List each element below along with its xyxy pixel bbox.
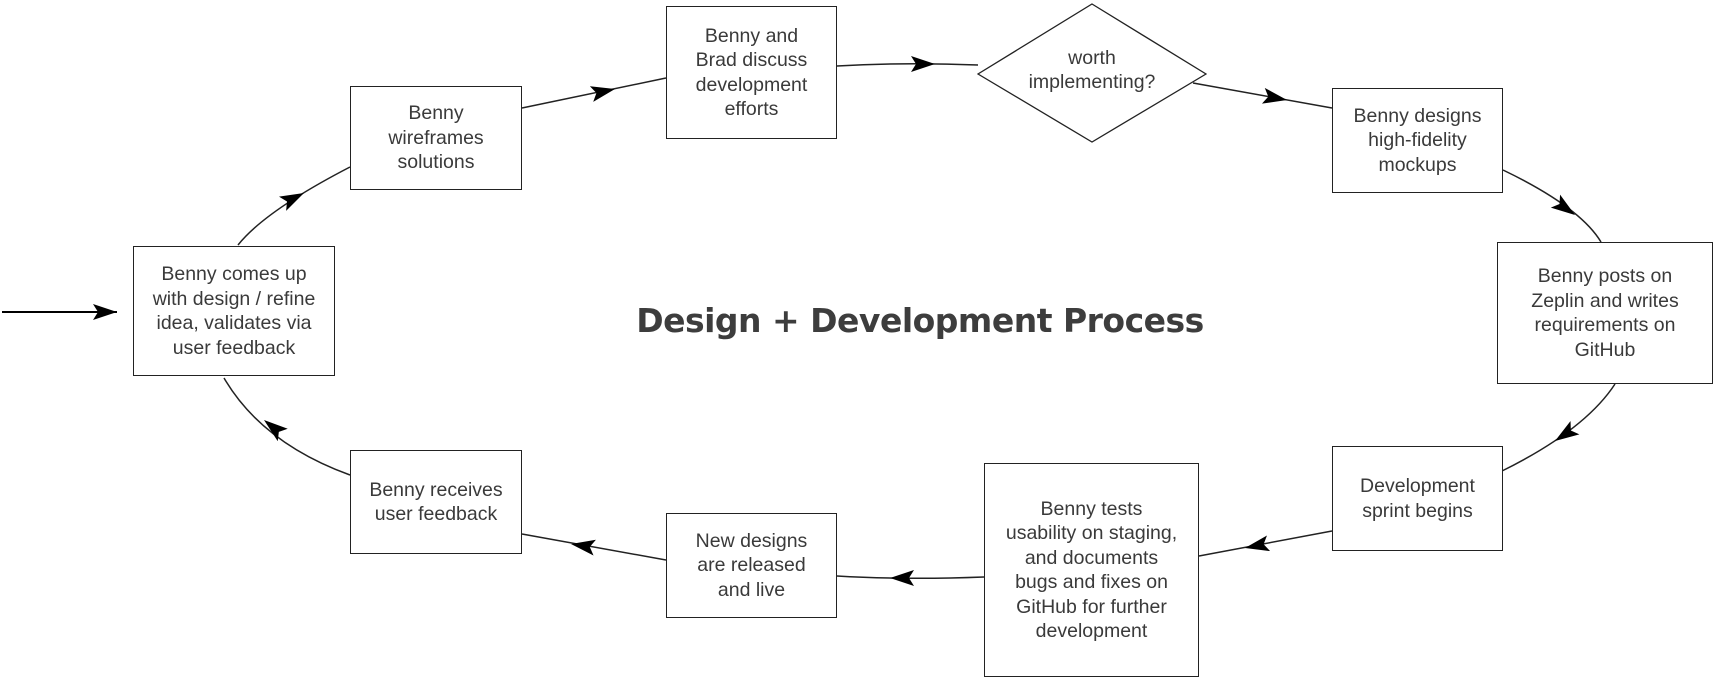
edge-zeplin-to-sprint: [1501, 383, 1616, 472]
node-zeplin-label: Benny posts on Zeplin and writes require…: [1531, 265, 1679, 361]
node-ideate[interactable]: Benny comes up with design / refine idea…: [133, 246, 335, 376]
edge-wireframe-to-discuss: [521, 77, 667, 109]
node-decision-shape: [977, 3, 1207, 143]
edge-discuss-to-decision: [836, 62, 979, 67]
node-discuss-label: Benny and Brad discuss development effor…: [695, 24, 808, 121]
node-mockups-label: Benny designs high-fidelity mockups: [1353, 104, 1482, 176]
node-zeplin[interactable]: Benny posts on Zeplin and writes require…: [1497, 242, 1713, 384]
edge-mockups-to-zeplin: [1502, 169, 1602, 243]
node-discuss[interactable]: Benny and Brad discuss development effor…: [666, 6, 837, 139]
node-ideate-label: Benny comes up with design / refine idea…: [152, 263, 316, 359]
node-wireframe[interactable]: Benny wireframes solutions: [350, 86, 522, 190]
edge-decision-to-mockups: [1192, 82, 1333, 109]
node-decision-label: worth implementing?: [1028, 46, 1156, 94]
node-feedback[interactable]: Benny receives user feedback: [350, 450, 522, 554]
edge-feedback-to-ideate: [223, 377, 351, 476]
node-sprint[interactable]: Development sprint begins: [1332, 446, 1503, 551]
diagram-title: Design + Development Process: [636, 300, 1204, 340]
node-testing[interactable]: Benny tests usability on staging, and do…: [984, 463, 1199, 677]
node-release-label: New designs are released and live: [695, 529, 808, 601]
node-feedback-label: Benny receives user feedback: [369, 478, 503, 526]
edge-sprint-to-testing: [1198, 530, 1333, 557]
node-sprint-label: Development sprint begins: [1360, 475, 1475, 522]
node-testing-label: Benny tests usability on staging, and do…: [1005, 497, 1178, 643]
node-wireframe-label: Benny wireframes solutions: [388, 102, 484, 174]
edge-ideate-to-wireframe: [237, 166, 351, 246]
arrow-feedback-to-ideate: [264, 420, 288, 442]
edge-testing-to-release: [836, 575, 985, 580]
node-mockups[interactable]: Benny designs high-fidelity mockups: [1332, 88, 1503, 193]
arrow-mockups-to-zeplin: [1550, 194, 1575, 215]
node-release[interactable]: New designs are released and live: [666, 513, 837, 618]
edge-release-to-feedback: [521, 533, 667, 561]
node-decision[interactable]: worth implementing?: [1017, 34, 1167, 106]
